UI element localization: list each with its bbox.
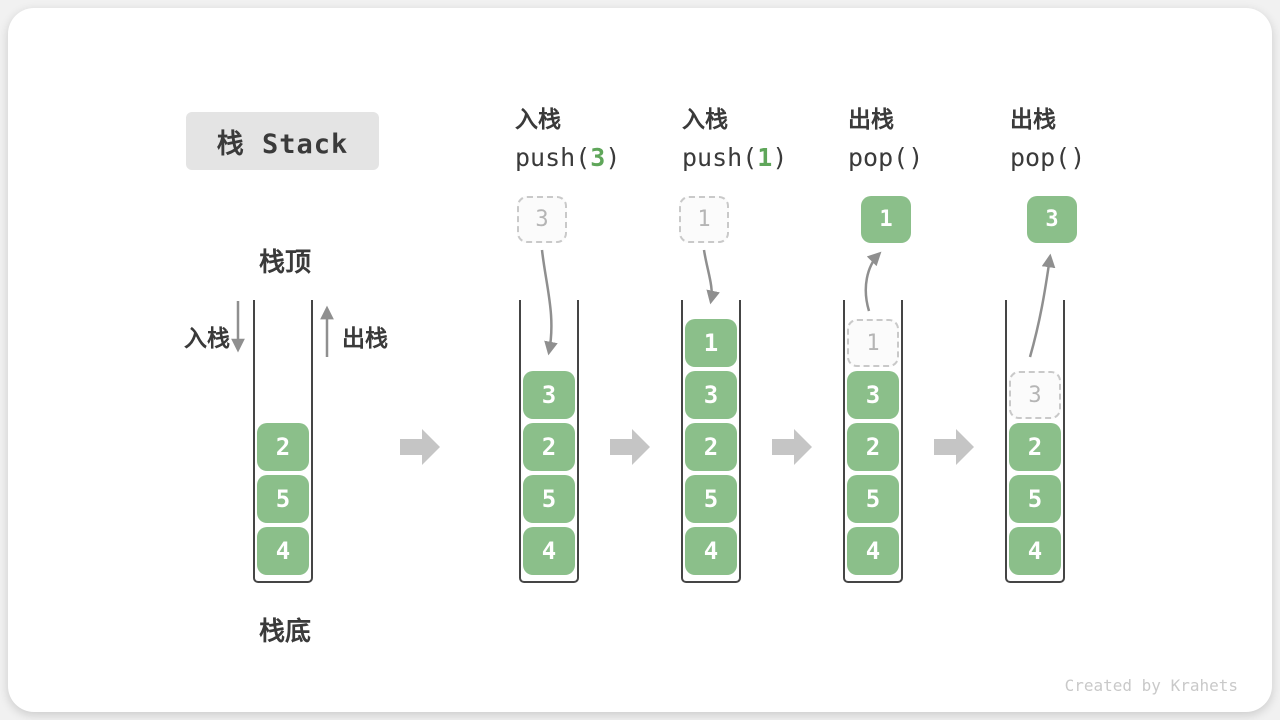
push-side-label: 入栈 (184, 326, 230, 352)
stack-block: 2 (685, 423, 737, 471)
diagram-title: 栈 Stack (186, 112, 379, 170)
stack-container (1005, 300, 1065, 583)
popped-value-block: 3 (1027, 196, 1077, 243)
ghost-block: 1 (847, 319, 899, 367)
operation-label: 入栈 push(3) (515, 106, 685, 172)
code-prefix: pop( (848, 143, 909, 172)
code-suffix: ) (772, 143, 788, 172)
stack-bottom-label: 栈底 (258, 617, 311, 647)
stack-container (681, 300, 741, 583)
code-argument: 3 (590, 143, 606, 172)
code-suffix: ) (1070, 143, 1086, 172)
stack-block: 3 (685, 371, 737, 419)
stack-block: 5 (523, 475, 575, 523)
operation-code: pop() (1010, 144, 1180, 172)
stack-block: 2 (523, 423, 575, 471)
stack-block: 5 (1009, 475, 1061, 523)
stack-block: 5 (685, 475, 737, 523)
stack-block: 2 (847, 423, 899, 471)
code-prefix: push( (515, 143, 591, 172)
stack-block: 2 (257, 423, 309, 471)
code-argument: 1 (757, 143, 773, 172)
stack-container (843, 300, 903, 583)
operation-name: 入栈 (515, 107, 561, 133)
operation-name: 出栈 (1010, 107, 1056, 133)
stack-block: 4 (1009, 527, 1061, 575)
popped-value-block: 1 (861, 196, 911, 243)
stack-block: 3 (847, 371, 899, 419)
ghost-block: 3 (1009, 371, 1061, 419)
stack-block: 2 (1009, 423, 1061, 471)
stack-block: 5 (847, 475, 899, 523)
stack-block: 4 (257, 527, 309, 575)
operation-code: push(3) (515, 144, 685, 172)
operation-label: 入栈 push(1) (682, 106, 852, 172)
stack-container (253, 300, 313, 583)
stack-block: 4 (523, 527, 575, 575)
code-suffix: ) (908, 143, 924, 172)
stack-block: 1 (685, 319, 737, 367)
operation-code: push(1) (682, 144, 852, 172)
operation-name: 入栈 (682, 107, 728, 133)
operation-label: 出栈 pop() (848, 106, 1018, 172)
operation-name: 出栈 (848, 107, 894, 133)
code-suffix: ) (605, 143, 621, 172)
stack-container (519, 300, 579, 583)
code-prefix: pop( (1010, 143, 1071, 172)
stack-block: 3 (523, 371, 575, 419)
stack-top-label: 栈顶 (258, 248, 311, 278)
pop-side-label: 出栈 (342, 326, 388, 352)
stack-block: 5 (257, 475, 309, 523)
operation-code: pop() (848, 144, 1018, 172)
stack-block: 4 (847, 527, 899, 575)
credit-text: Created by Krahets (1064, 676, 1238, 695)
stack-block: 4 (685, 527, 737, 575)
incoming-value-block: 1 (679, 196, 729, 243)
incoming-value-block: 3 (517, 196, 567, 243)
code-prefix: push( (682, 143, 758, 172)
operation-label: 出栈 pop() (1010, 106, 1180, 172)
